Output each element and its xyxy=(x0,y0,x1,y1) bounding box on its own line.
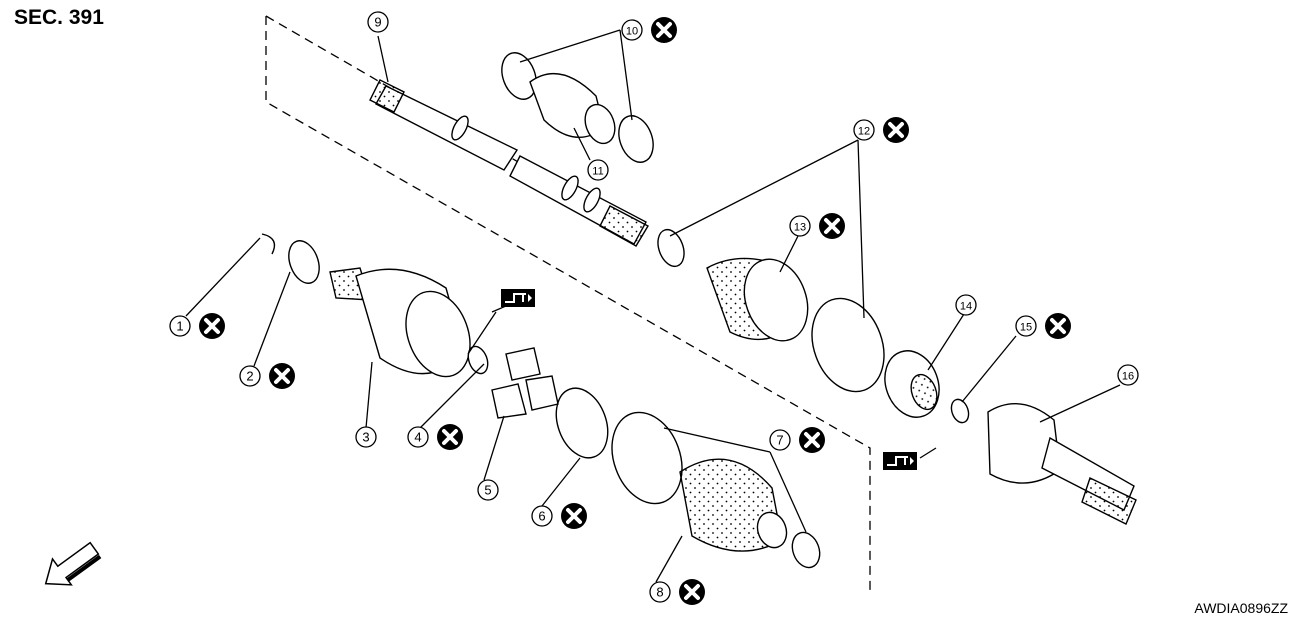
callout-16: 16 xyxy=(1117,364,1139,386)
callout-circle xyxy=(1015,315,1037,337)
callout-number: 4 xyxy=(414,430,421,445)
callout-number: 5 xyxy=(484,483,491,498)
callout-number: 6 xyxy=(538,509,545,524)
callout-number: 9 xyxy=(374,15,381,30)
x-circle-icon xyxy=(677,577,707,607)
callout-4: 4 xyxy=(407,422,465,452)
leader-lines xyxy=(185,29,1121,583)
callout-7: 7 xyxy=(769,425,827,455)
callout-8: 8 xyxy=(649,577,707,607)
boot-band-12 xyxy=(657,228,885,393)
x-circle-icon xyxy=(797,425,827,455)
x-circle-icon xyxy=(559,501,589,531)
callout-circle xyxy=(367,11,389,33)
x-circle-icon xyxy=(817,211,847,241)
figure-code: AWDIA0896ZZ xyxy=(1194,600,1288,616)
callout-10: 10 xyxy=(621,15,679,45)
callout-number: 12 xyxy=(858,126,870,138)
x-circle-icon xyxy=(881,115,911,145)
callout-number: 2 xyxy=(246,369,253,384)
outer-joint-parts xyxy=(884,350,1137,525)
callout-1: 1 xyxy=(169,311,227,341)
callout-circle xyxy=(789,215,811,237)
front-arrow-icon xyxy=(44,541,102,586)
callout-2: 2 xyxy=(239,361,297,391)
callout-number: 10 xyxy=(626,26,638,38)
tripod-housing xyxy=(329,267,471,378)
callout-circle xyxy=(1117,364,1139,386)
snap-ring-and-shield xyxy=(261,233,320,284)
grease-apply-icon xyxy=(882,451,918,471)
callout-number: 7 xyxy=(776,433,783,448)
callout-6: 6 xyxy=(531,501,589,531)
callout-5: 5 xyxy=(477,479,499,501)
drive-shaft xyxy=(369,79,649,247)
damper-boot-parts xyxy=(501,52,654,163)
callout-circle xyxy=(955,294,977,316)
x-circle-icon xyxy=(267,361,297,391)
grease-apply-icon xyxy=(500,288,536,308)
callout-circle xyxy=(407,426,429,448)
callout-circle xyxy=(169,315,191,337)
spider-assembly xyxy=(467,345,559,419)
x-circle-icon xyxy=(435,422,465,452)
outer-boot-8 xyxy=(679,458,788,552)
callout-9: 9 xyxy=(367,11,389,33)
callout-14: 14 xyxy=(955,294,977,316)
callout-circle xyxy=(477,479,499,501)
inner-boot-13 xyxy=(706,257,809,342)
section-title: SEC. 391 xyxy=(14,6,104,29)
callout-circle xyxy=(531,505,553,527)
x-circle-icon xyxy=(197,311,227,341)
callout-circle xyxy=(587,159,609,181)
callout-number: 13 xyxy=(794,222,806,234)
callout-circle xyxy=(649,581,671,603)
x-circle-icon xyxy=(649,15,679,45)
callout-3: 3 xyxy=(355,426,377,448)
callout-number: 3 xyxy=(362,430,369,445)
callout-number: 1 xyxy=(176,319,183,334)
callout-number: 16 xyxy=(1122,371,1134,383)
callout-number: 8 xyxy=(656,585,663,600)
ring-and-band xyxy=(555,387,821,569)
callout-circle xyxy=(769,429,791,451)
callout-circle xyxy=(853,119,875,141)
callout-number: 14 xyxy=(960,301,972,313)
callout-number: 15 xyxy=(1020,322,1032,334)
callout-12: 12 xyxy=(853,115,911,145)
callout-circle xyxy=(355,426,377,448)
callout-number: 11 xyxy=(592,166,603,178)
callout-circle xyxy=(621,19,643,41)
callout-circle xyxy=(239,365,261,387)
callout-11: 11 xyxy=(587,159,609,181)
callout-13: 13 xyxy=(789,211,847,241)
callout-15: 15 xyxy=(1015,311,1073,341)
x-circle-icon xyxy=(1043,311,1073,341)
